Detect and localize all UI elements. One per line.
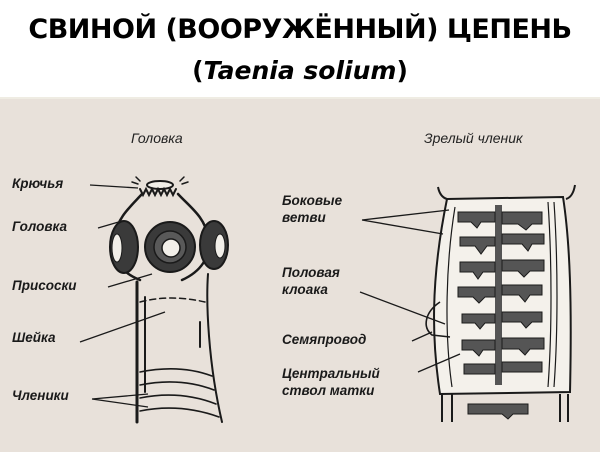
- label-neck: Шейка: [12, 330, 56, 345]
- label-vas-deferens: Семяпровод: [282, 332, 367, 347]
- label-segments: Членики: [12, 388, 69, 403]
- right-leader-lines: [359, 209, 461, 373]
- label-suckers: Присоски: [12, 278, 77, 293]
- slide-subtitle: (Taenia solium): [192, 56, 408, 85]
- slide-title: СВИНОЙ (ВООРУЖЁННЫЙ) ЦЕПЕНЬ: [28, 14, 572, 45]
- slide-title-area: СВИНОЙ (ВООРУЖЁННЫЙ) ЦЕПЕНЬ (Taenia soli…: [0, 0, 600, 97]
- proglottid-drawing: [425, 184, 576, 422]
- diagram-panel: Головка Крючья Головка Присоски Шейка Чл…: [0, 97, 600, 452]
- proglottid-heading: Зрелый членик: [424, 130, 523, 146]
- label-head: Головка: [12, 219, 67, 234]
- tapeworm-illustration: [79, 176, 576, 424]
- scolex-heading: Головка: [131, 130, 183, 146]
- scolex-drawing: [109, 176, 229, 424]
- left-leader-lines: [79, 184, 166, 408]
- latin-name: Taenia solium: [203, 56, 397, 85]
- label-hooks: Крючья: [12, 176, 64, 191]
